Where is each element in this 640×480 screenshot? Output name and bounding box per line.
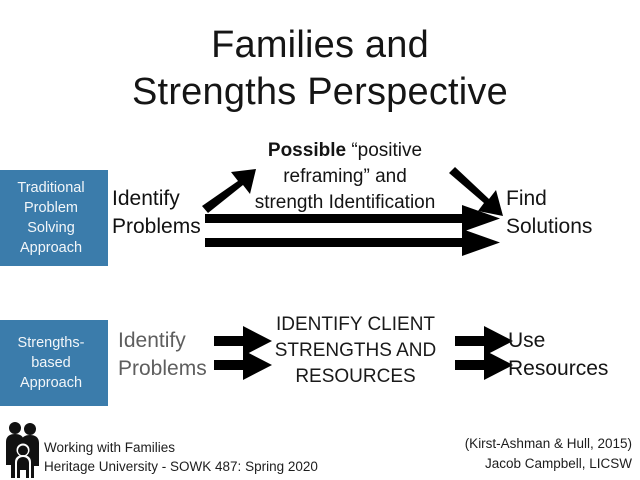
- strengths-box-line-1: Strengths-: [17, 335, 85, 351]
- category-box-strengths: Strengths- based Approach: [0, 320, 108, 406]
- strengths-left-line-1: Identify: [118, 329, 186, 352]
- possible-line-1-rest: “positive: [346, 140, 423, 161]
- title-line-1: Families and: [211, 24, 429, 66]
- block-arrow-right-lower: [455, 350, 513, 380]
- strengths-box-line-2: based: [31, 355, 71, 371]
- page-title: Families and Strengths Perspective: [0, 22, 640, 116]
- traditional-box-line-2: Problem: [23, 200, 78, 216]
- identify-client-line-1: IDENTIFY CLIENT: [275, 314, 436, 335]
- footer-left-text: Working with Families Heritage Universit…: [44, 438, 318, 476]
- identify-client-line-3: RESOURCES: [295, 366, 416, 387]
- footer-right-text: (Kirst-Ashman & Hull, 2015) Jacob Campbe…: [465, 434, 632, 474]
- possible-reframing-text: Possible “positive reframing” and streng…: [215, 138, 475, 216]
- strengths-right-line-2: Resources: [508, 357, 609, 380]
- traditional-right-line-1: Find: [506, 187, 547, 210]
- strengths-left-line-2: Problems: [118, 357, 207, 380]
- footer-left-line-1: Working with Families: [44, 440, 176, 455]
- identify-client-strengths-text: IDENTIFY CLIENT STRENGTHS AND RESOURCES: [248, 312, 463, 390]
- traditional-identify-problems-label: Identify Problems: [112, 185, 212, 241]
- traditional-left-line-1: Identify: [112, 187, 180, 210]
- category-box-traditional: Traditional Problem Solving Approach: [0, 170, 108, 266]
- possible-bold-word: Possible: [267, 140, 347, 161]
- traditional-box-line-4: Approach: [19, 240, 83, 256]
- traditional-right-line-2: Solutions: [506, 215, 593, 238]
- find-solutions-label: Find Solutions: [506, 185, 634, 241]
- traditional-box-line-3: Solving: [27, 220, 75, 236]
- traditional-left-line-2: Problems: [112, 215, 201, 238]
- title-line-2: Strengths Perspective: [132, 71, 508, 113]
- possible-line-1: Possible “positive: [215, 138, 475, 164]
- footer-left-line-2: Heritage University - SOWK 487: Spring 2…: [44, 459, 318, 474]
- possible-line-2: reframing” and: [283, 166, 407, 187]
- use-resources-label: Use Resources: [508, 327, 638, 383]
- horizontal-arrow-lower: [205, 229, 500, 256]
- identify-client-line-2: STRENGTHS AND: [274, 340, 437, 361]
- possible-line-3: strength Identification: [254, 192, 436, 213]
- family-group-icon: [6, 422, 39, 478]
- strengths-box-line-3: Approach: [19, 375, 83, 391]
- block-arrow-right-upper: [455, 326, 513, 356]
- strengths-identify-problems-label: Identify Problems: [118, 327, 218, 383]
- traditional-box-line-1: Traditional: [17, 180, 85, 196]
- footer-author: Jacob Campbell, LICSW: [484, 456, 632, 471]
- footer-citation: (Kirst-Ashman & Hull, 2015): [464, 436, 632, 451]
- strengths-right-line-1: Use: [508, 329, 546, 352]
